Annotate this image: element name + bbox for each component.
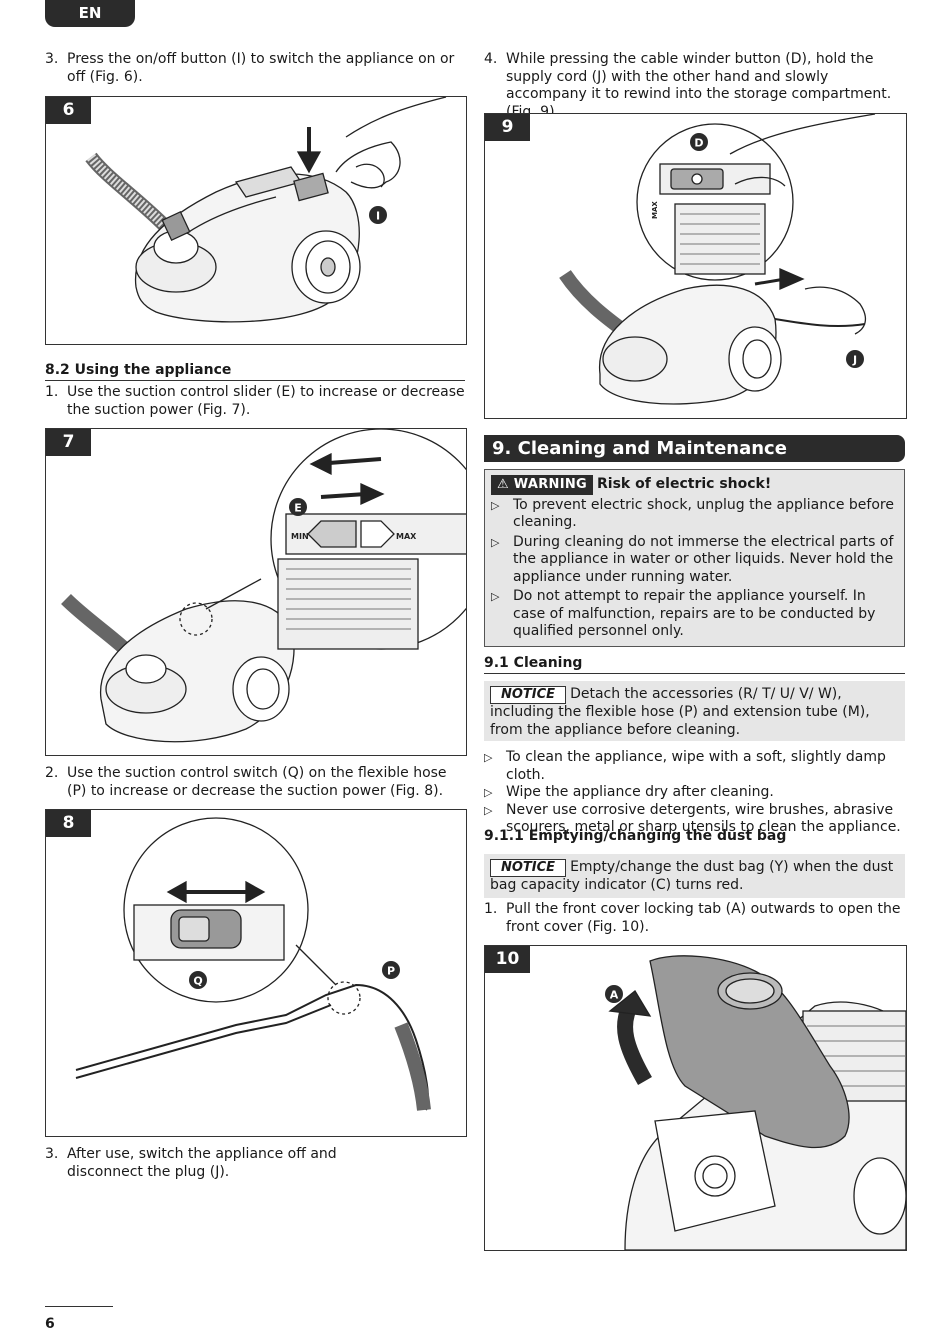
hose-suction-switch-illustration: Q P (75, 817, 431, 1111)
notice-label: NOTICE (490, 686, 567, 704)
section-heading-using: 8.2 Using the appliance (45, 362, 232, 378)
warning-label: ⚠ WARNING (491, 475, 593, 495)
warning-item: ▷ During cleaning do not immerse the ele… (491, 534, 900, 587)
label-min: MIN (291, 532, 309, 541)
section-title: 9. Cleaning and Maintenance (484, 435, 905, 462)
warning-label-text: WARNING (513, 477, 587, 492)
section-heading-dust-bag: 9.1.1 Emptying/changing the dust bag (484, 828, 787, 844)
figure-10: 10 A (484, 945, 907, 1251)
warning-item: ▷ To prevent electric shock, unplug the … (491, 497, 900, 532)
step-3-switch-on: 3. Press the on/off button (I) to switch… (45, 51, 465, 86)
language-tab: EN (45, 0, 135, 27)
list-item-text: To clean the appliance, wipe with a soft… (506, 749, 886, 783)
warning-triangle-icon: ⚠ (497, 477, 509, 492)
heading-rule (45, 380, 465, 381)
cleaning-list: ▷ To clean the appliance, wipe with a so… (484, 749, 905, 837)
callout-j: J (852, 354, 857, 367)
label-max: MAX (396, 532, 417, 541)
step-number: 1. (484, 901, 498, 917)
list-item: ▷ To clean the appliance, wipe with a so… (484, 749, 905, 784)
step-number: 1. (45, 384, 59, 400)
warning-item-text: During cleaning do not immerse the elect… (513, 533, 894, 585)
callout-i: I (376, 210, 380, 223)
figure-8: 8 Q P (45, 809, 467, 1137)
step-1-front-cover: 1. Pull the front cover locking tab (A) … (484, 901, 905, 936)
warning-item-text: To prevent electric shock, unplug the ap… (513, 496, 894, 531)
label-max: MAX (651, 201, 659, 219)
bullet-icon: ▷ (484, 751, 493, 764)
front-cover-open-illustration: A (605, 955, 906, 1250)
figure-6: 6 I (45, 96, 467, 345)
vacuum-power-button-illustration: I (85, 97, 447, 323)
step-1-suction-slider: 1. Use the suction control slider (E) to… (45, 384, 465, 419)
callout-a: A (610, 989, 619, 1002)
footer-rule (45, 1306, 113, 1307)
figure-9: 9 MAX D J (484, 113, 907, 419)
bullet-icon: ▷ (491, 590, 500, 603)
callout-d: D (694, 137, 703, 150)
bullet-icon: ▷ (484, 786, 493, 799)
notice-text: Detach the accessories (R/ T/ U/ V/ W), … (490, 686, 870, 738)
warning-title: Risk of electric shock! (597, 476, 772, 492)
step-text: While pressing the cable winder button (… (506, 51, 892, 120)
step-text: Pull the front cover locking tab (A) out… (506, 901, 901, 935)
section-heading-cleaning: 9.1 Cleaning (484, 655, 583, 671)
figure-number: 7 (46, 429, 91, 456)
step-text: After use, switch the appliance off and … (67, 1146, 337, 1180)
list-item-text: Wipe the appliance dry after cleaning. (506, 784, 774, 800)
step-text: Press the on/off button (I) to switch th… (67, 51, 455, 85)
step-text: Use the suction control switch (Q) on th… (67, 765, 447, 799)
callout-e: E (294, 502, 302, 515)
step-number: 3. (45, 1146, 59, 1162)
figure-number: 6 (46, 97, 91, 124)
figure-number: 10 (485, 946, 530, 973)
bullet-icon: ▷ (491, 498, 500, 512)
bullet-icon: ▷ (484, 803, 493, 817)
step-number: 2. (45, 765, 59, 781)
warning-box: ⚠ WARNING Risk of electric shock! ▷ To p… (484, 469, 905, 647)
figure-7: 7 MIN MAX (45, 428, 467, 756)
step-number: 4. (484, 51, 498, 67)
step-text: Use the suction control slider (E) to in… (67, 384, 465, 418)
step-4-cable-winder: 4. While pressing the cable winder butto… (484, 51, 905, 121)
step-3-switch-off: 3. After use, switch the appliance off a… (45, 1146, 405, 1181)
list-item-text: Never use corrosive detergents, wire bru… (506, 801, 901, 836)
figure-number: 8 (46, 810, 91, 837)
list-item: ▷ Never use corrosive detergents, wire b… (484, 802, 905, 837)
heading-rule (484, 673, 905, 674)
notice-text: Empty/change the dust bag (Y) when the d… (490, 859, 894, 893)
cable-rewind-illustration: MAX D J (559, 114, 876, 405)
list-item: ▷ Wipe the appliance dry after cleaning. (484, 784, 905, 802)
callout-q: Q (193, 975, 202, 988)
bullet-icon: ▷ (491, 535, 500, 549)
callout-p: P (387, 965, 395, 978)
suction-slider-illustration: MIN MAX E (61, 429, 466, 743)
warning-item: ▷ Do not attempt to repair the appliance… (491, 588, 900, 641)
notice-label: NOTICE (490, 859, 567, 877)
step-2-suction-switch: 2. Use the suction control switch (Q) on… (45, 765, 465, 800)
warning-item-text: Do not attempt to repair the appliance y… (513, 588, 876, 639)
figure-number: 9 (485, 114, 530, 141)
page-number: 6 (45, 1316, 55, 1332)
step-number: 3. (45, 51, 59, 67)
